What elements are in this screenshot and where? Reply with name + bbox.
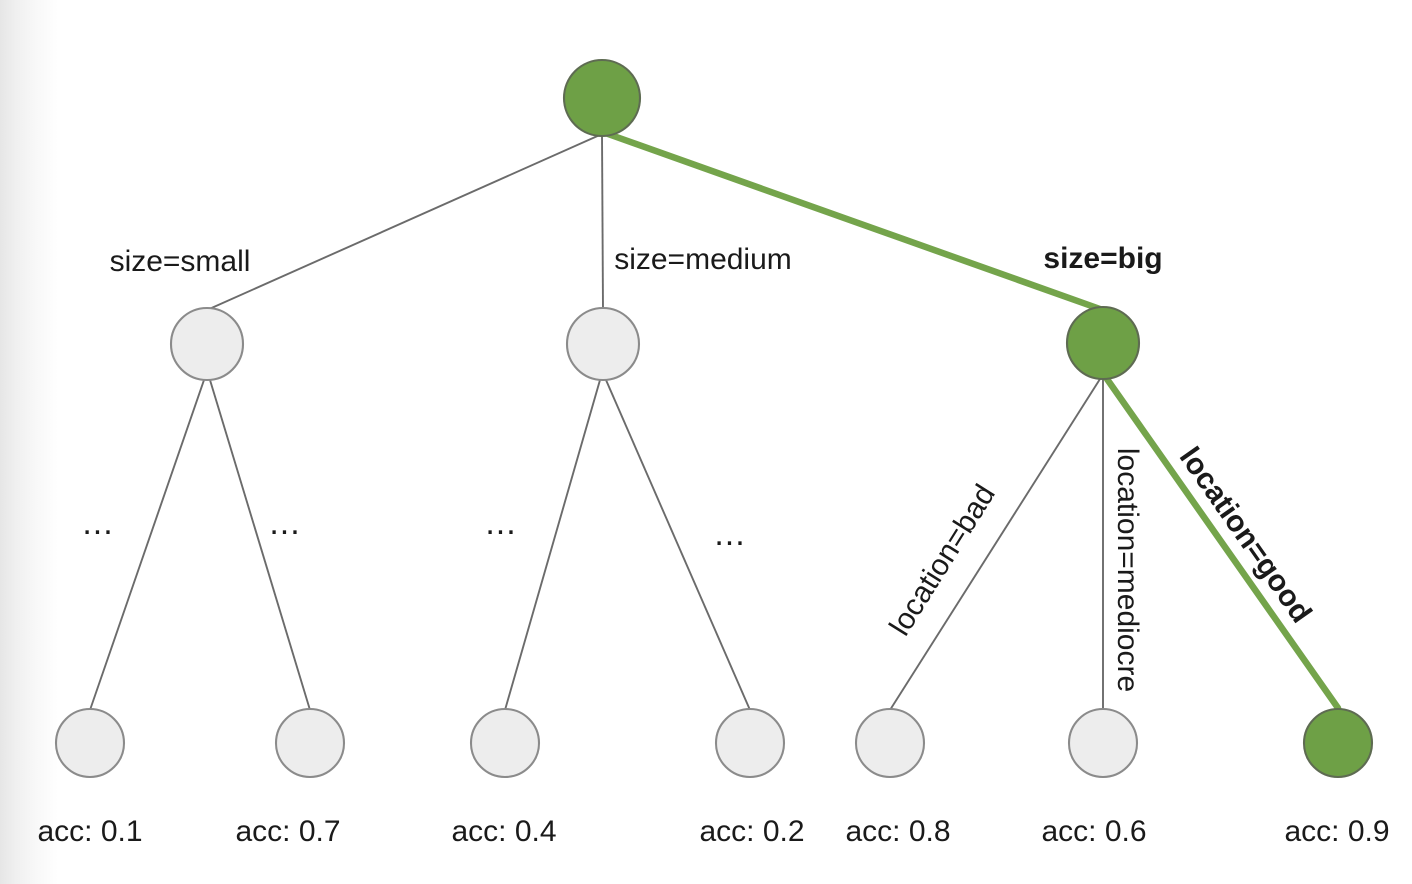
edge-label-size-medium: size=medium xyxy=(614,243,792,276)
node-size-big[interactable] xyxy=(1065,305,1141,381)
edge-group-highlighted xyxy=(604,130,1342,712)
node-leaf-4[interactable] xyxy=(714,707,786,779)
node-size-medium[interactable] xyxy=(565,306,641,382)
leaf-accuracy-label-2: acc: 0.7 xyxy=(235,815,340,848)
edge-label-size-big: size=big xyxy=(1043,242,1162,275)
node-leaf-2[interactable] xyxy=(274,707,346,779)
edge-label-location-mediocre: location=mediocre xyxy=(1111,448,1144,692)
leaf-accuracy-label-6: acc: 0.6 xyxy=(1041,815,1146,848)
edge-label-group-level2: location=bad location=mediocre location=… xyxy=(883,441,1317,692)
edge-small-to-leaf2 xyxy=(209,379,311,711)
leaf-accuracy-label-1: acc: 0.1 xyxy=(37,815,142,848)
leaf-accuracy-label-3: acc: 0.4 xyxy=(451,815,556,848)
edge-root-to-size-small xyxy=(206,133,603,311)
node-leaf-6[interactable] xyxy=(1067,707,1139,779)
edge-big-to-leaf5 xyxy=(889,378,1101,711)
edge-root-to-size-big-highlighted xyxy=(604,130,1104,313)
edge-big-to-leaf7-highlighted xyxy=(1103,375,1342,712)
edge-group-plain xyxy=(89,133,1104,711)
ellipsis-small-left-icon: ... xyxy=(82,504,113,542)
node-group xyxy=(54,58,1374,779)
node-leaf-5[interactable] xyxy=(854,707,926,779)
edge-small-to-leaf1 xyxy=(89,379,205,711)
edge-label-size-small: size=small xyxy=(110,245,251,278)
node-size-small[interactable] xyxy=(169,306,245,382)
node-leaf-1[interactable] xyxy=(54,707,126,779)
edge-medium-to-leaf3 xyxy=(504,379,601,711)
ellipsis-small-right-icon: ... xyxy=(269,504,300,542)
ellipsis-medium-right-icon: ... xyxy=(714,515,745,553)
ellipsis-medium-left-icon: ... xyxy=(485,504,516,542)
node-leaf-3[interactable] xyxy=(469,707,541,779)
edge-root-to-size-medium xyxy=(601,133,604,311)
ellipsis-group: ... ... ... ... xyxy=(82,504,745,553)
leaf-accuracy-label-5: acc: 0.8 xyxy=(845,815,950,848)
leaf-accuracy-label-4: acc: 0.2 xyxy=(699,815,804,848)
edge-medium-to-leaf4 xyxy=(605,379,751,711)
leaf-accuracy-label-group: acc: 0.1 acc: 0.7 acc: 0.4 acc: 0.2 acc:… xyxy=(37,815,1389,848)
edge-label-group-level1: size=small size=medium size=big xyxy=(110,242,1163,278)
edge-label-location-good: location=good xyxy=(1173,441,1318,629)
node-root[interactable] xyxy=(562,58,642,138)
leaf-accuracy-label-7: acc: 0.9 xyxy=(1284,815,1389,848)
node-leaf-7[interactable] xyxy=(1302,707,1374,779)
